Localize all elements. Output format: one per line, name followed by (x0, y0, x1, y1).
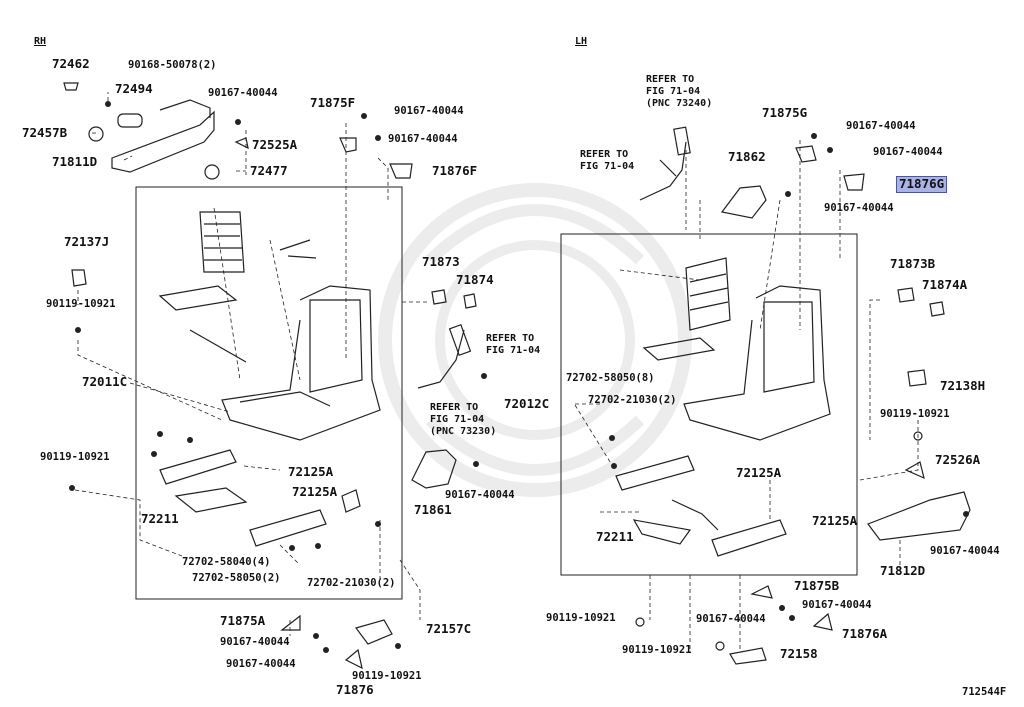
part-label-71876A[interactable]: 71876A (842, 626, 888, 641)
part-label-72011C[interactable]: 72011C (82, 374, 128, 389)
part-label-72702-58050[interactable]: 72702-58050(8) (566, 372, 655, 384)
part-label-90167-40044[interactable]: 90167-40044 (208, 87, 278, 99)
lh-assembly-frame (560, 233, 858, 576)
part-label-90119-10921[interactable]: 90119-10921 (546, 612, 616, 624)
part-label-90119-10921[interactable]: 90119-10921 (40, 451, 110, 463)
lh-side-label: LH (575, 36, 588, 47)
part-label-90167-40044[interactable]: 90167-40044 (388, 133, 458, 145)
part-label-72457B[interactable]: 72457B (22, 125, 68, 140)
part-label-72211[interactable]: 72211 (141, 511, 179, 526)
part-label-72138H[interactable]: 72138H (940, 378, 986, 393)
part-label-90119-10921[interactable]: 90119-10921 (880, 408, 950, 420)
part-label-72477[interactable]: 72477 (250, 163, 288, 178)
part-label-90167-40044[interactable]: 90167-40044 (873, 146, 943, 158)
part-label-90167-40044[interactable]: 90167-40044 (220, 636, 290, 648)
part-label-72494[interactable]: 72494 (115, 81, 153, 96)
part-label-71873B[interactable]: 71873B (890, 256, 936, 271)
part-label-90167-40044[interactable]: 90167-40044 (696, 613, 766, 625)
refer-note: REFER TO FIG 71-04 (PNC 73240) (646, 74, 713, 109)
part-label-71874[interactable]: 71874 (456, 272, 494, 287)
part-label-72702-58050[interactable]: 72702-58050(2) (192, 572, 281, 584)
part-label-72526A[interactable]: 72526A (935, 452, 981, 467)
part-label-71875F[interactable]: 71875F (310, 95, 356, 110)
part-label-71861[interactable]: 71861 (414, 502, 452, 517)
part-label-72125A[interactable]: 72125A (812, 513, 858, 528)
part-label-72702-21030[interactable]: 72702-21030(2) (307, 577, 396, 589)
part-label-71875G[interactable]: 71875G (762, 105, 808, 120)
part-label-90119-10921[interactable]: 90119-10921 (352, 670, 422, 682)
part-label-72211[interactable]: 72211 (596, 529, 634, 544)
refer-note: REFER TO FIG 71-04 (580, 149, 635, 172)
part-label-90119-10921[interactable]: 90119-10921 (622, 644, 692, 656)
part-label-72157C[interactable]: 72157C (426, 621, 472, 636)
part-label-71873[interactable]: 71873 (422, 254, 460, 269)
part-label-72125A[interactable]: 72125A (292, 484, 338, 499)
part-label-90167-40044[interactable]: 90167-40044 (930, 545, 1000, 557)
refer-note: REFER TO FIG 71-04 (486, 333, 541, 356)
rh-assembly-frame (135, 186, 403, 600)
rh-side-label: RH (34, 36, 47, 47)
part-label-72525A[interactable]: 72525A (252, 137, 298, 152)
part-label-90167-40044[interactable]: 90167-40044 (846, 120, 916, 132)
part-label-90167-40044[interactable]: 90167-40044 (445, 489, 515, 501)
part-label-90167-40044[interactable]: 90167-40044 (824, 202, 894, 214)
part-label-71875A[interactable]: 71875A (220, 613, 266, 628)
part-label-72158[interactable]: 72158 (780, 646, 818, 661)
part-label-71876G-highlighted[interactable]: 71876G (895, 176, 948, 193)
part-label-90119-10921[interactable]: 90119-10921 (46, 298, 116, 310)
part-label-71874A[interactable]: 71874A (922, 277, 968, 292)
part-label-72012C[interactable]: 72012C (504, 396, 550, 411)
figure-id: 712544F (962, 686, 1007, 698)
part-label-72702-21030[interactable]: 72702-21030(2) (588, 394, 677, 406)
part-label-71811D[interactable]: 71811D (52, 154, 98, 169)
part-label-72125A[interactable]: 72125A (288, 464, 334, 479)
part-label-71876[interactable]: 71876 (336, 682, 374, 697)
part-label-71875B[interactable]: 71875B (794, 578, 840, 593)
part-label-71862[interactable]: 71862 (728, 149, 766, 164)
part-label-71812D[interactable]: 71812D (880, 563, 926, 578)
refer-note: REFER TO FIG 71-04 (PNC 73230) (430, 402, 497, 437)
part-label-90167-40044[interactable]: 90167-40044 (394, 105, 464, 117)
part-label-90167-40044[interactable]: 90167-40044 (226, 658, 296, 670)
part-label-72137J[interactable]: 72137J (64, 234, 110, 249)
part-label-90167-40044[interactable]: 90167-40044 (802, 599, 872, 611)
part-label-72702-58040[interactable]: 72702-58040(4) (182, 556, 271, 568)
part-label-72462[interactable]: 72462 (52, 56, 90, 71)
part-label-71876F[interactable]: 71876F (432, 163, 478, 178)
part-label-90168-50078[interactable]: 90168-50078(2) (128, 59, 217, 71)
part-label-72125A[interactable]: 72125A (736, 465, 782, 480)
watermark-emblem (378, 183, 692, 497)
